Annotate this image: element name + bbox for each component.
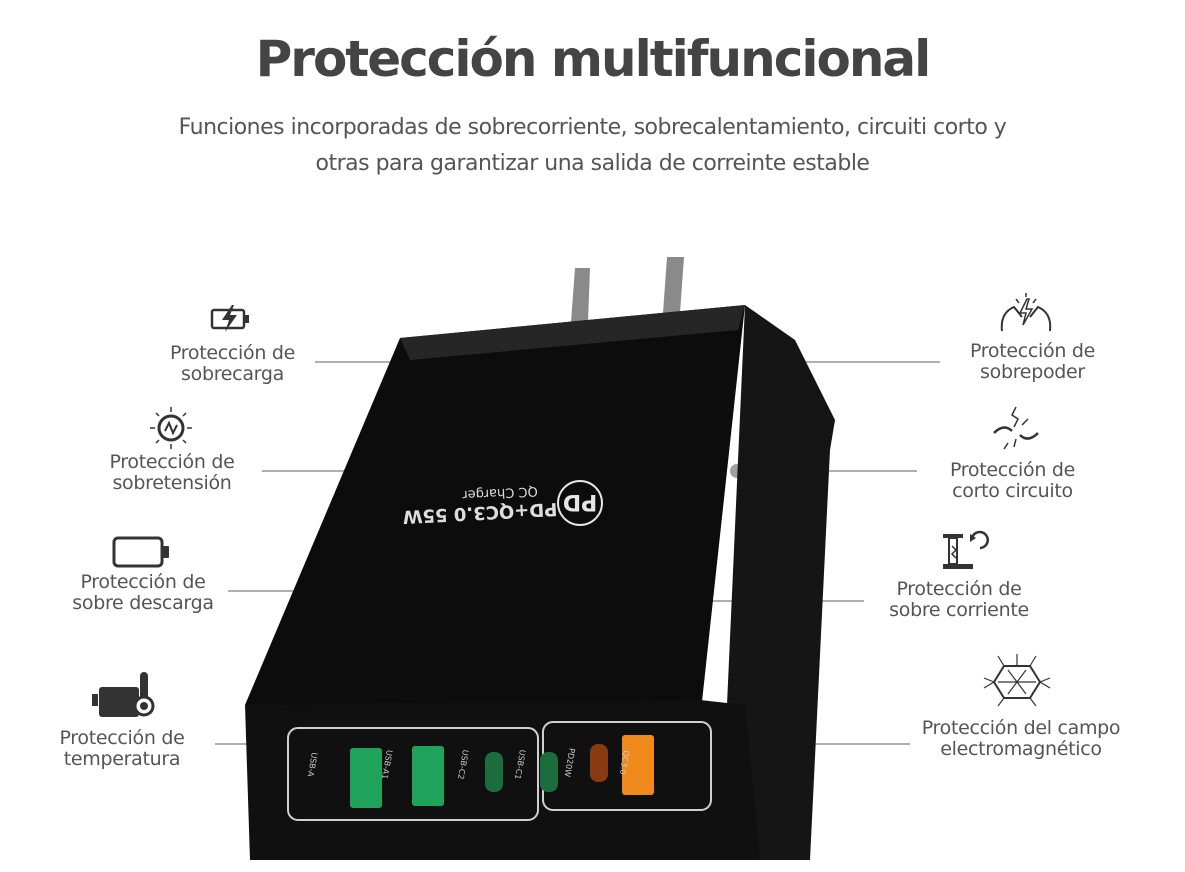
feature-sobretension: Protección de sobretensión bbox=[109, 451, 235, 494]
qc30-port bbox=[622, 735, 654, 795]
feature-temperatura: Protección de temperatura bbox=[59, 727, 185, 770]
charger-side bbox=[720, 305, 835, 860]
battery-bolt-icon bbox=[210, 303, 252, 337]
plug-prong-right bbox=[663, 257, 684, 313]
pd-badge-text: PD bbox=[562, 489, 598, 514]
pd20w-port bbox=[590, 744, 608, 782]
subtitle-line-1: Funciones incorporadas de sobrecorriente… bbox=[178, 115, 1007, 140]
usb-c2-port bbox=[485, 752, 503, 792]
feature-sobrepoder: Protección de sobrepoder bbox=[969, 340, 1095, 383]
subtitle-line-2: otras para garantizar una salida de corr… bbox=[315, 151, 870, 176]
feature-campo-electromagnetico: Protección del campo electromagnético bbox=[921, 717, 1121, 760]
pd-badge-circle bbox=[557, 480, 603, 526]
power-hands-icon bbox=[996, 293, 1056, 341]
page-subtitle: Funciones incorporadas de sobrecorriente… bbox=[120, 110, 1065, 182]
current-icon bbox=[940, 528, 990, 576]
battery-empty-icon bbox=[112, 535, 172, 573]
electromagnetic-icon bbox=[982, 650, 1052, 714]
short-circuit-icon bbox=[990, 405, 1042, 459]
usb-a1-port bbox=[412, 746, 444, 806]
usb-c1-port bbox=[540, 752, 558, 792]
thermometer-icon bbox=[90, 670, 156, 726]
feature-descarga: Protección de sobre descarga bbox=[72, 571, 214, 614]
feature-sobrecarga: Protección de sobrecarga bbox=[169, 342, 295, 385]
surge-icon bbox=[148, 405, 194, 455]
charger-top-face bbox=[245, 305, 745, 720]
port-group-outline-left bbox=[287, 727, 539, 821]
page-title: Protección multifuncional bbox=[255, 30, 932, 88]
plug-prong-left bbox=[571, 268, 590, 322]
usb-a-port bbox=[350, 748, 382, 808]
feature-sobre-corriente: Protección de sobre corriente bbox=[889, 578, 1029, 621]
feature-corto-circuito: Protección de corto circuito bbox=[949, 459, 1075, 502]
